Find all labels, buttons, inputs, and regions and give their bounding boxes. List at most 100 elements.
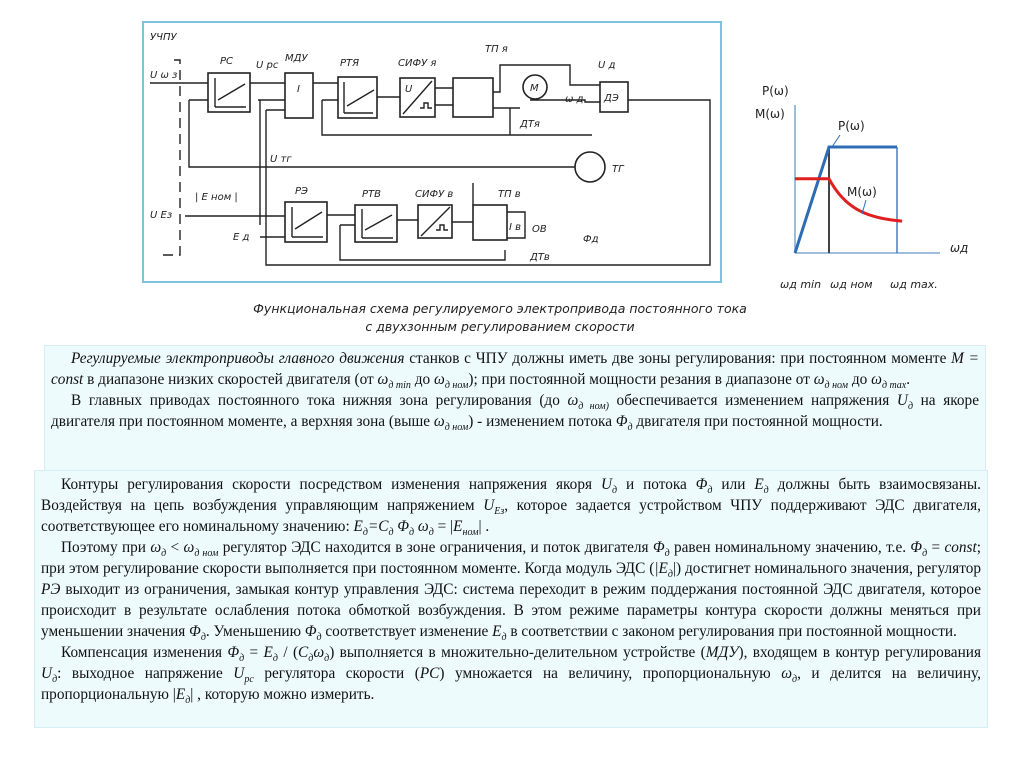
text-run: ω: [313, 644, 325, 661]
text-run: ω: [433, 413, 445, 430]
text-run: или: [712, 476, 755, 493]
text-run: ), входящем в контур регулирования: [738, 644, 981, 661]
text-run: | .: [478, 518, 490, 535]
x-tick-nom: ωд ном: [830, 278, 873, 291]
text-run: Компенсация изменения: [61, 644, 228, 661]
text-run: ; при этом регулирование скорости выполн…: [41, 539, 981, 577]
text-run: =: [927, 539, 945, 556]
x-tick-min: ωд min: [780, 278, 821, 291]
label-u-rs: U рс: [256, 60, 279, 71]
text-run: до: [848, 371, 872, 388]
text-run: соответствует изменение: [321, 623, 493, 640]
text-run: |) достигнет номинального значения, регу…: [672, 560, 981, 577]
label-e-nom: | Е ном |: [195, 192, 238, 203]
text-run: д: [612, 485, 618, 497]
label-sifu-ya: СИФУ я: [398, 58, 436, 69]
text-run: Φ: [695, 476, 708, 493]
text-run: д ном: [444, 422, 469, 434]
paragraph: Компенсация изменения Φд = Eд / (Cдωд) в…: [41, 642, 981, 706]
text-run: д: [428, 527, 434, 539]
paragraph: Поэтому при ωд < ωд ном регулятор ЭДС на…: [41, 537, 981, 644]
paragraph: Регулируемые электроприводы главного дви…: [51, 348, 979, 392]
text-run: обеспечивается изменением напряжения: [608, 392, 897, 409]
text-run: и потока: [617, 476, 696, 493]
text-run: ном: [462, 527, 479, 539]
series-label-m: M(ω): [847, 185, 877, 199]
text-run: до: [410, 371, 434, 388]
label-tp-v: ТП в: [498, 189, 521, 200]
text-run: ω: [150, 539, 162, 556]
text-run: = |: [433, 518, 454, 535]
text-run: U: [896, 392, 908, 409]
label-ov: ОВ: [532, 224, 547, 235]
block-tp-v: [472, 204, 508, 241]
text-run: Регулируемые электроприводы главного дви…: [71, 350, 405, 367]
text-run: , которое задается устройством ЧПУ подде…: [41, 497, 981, 535]
text-run: д: [200, 632, 206, 644]
text-run: д ном): [578, 401, 609, 413]
block-mdu: [284, 72, 314, 119]
text-run: | , которую можно измерить.: [190, 686, 375, 703]
text-run: д: [792, 674, 798, 686]
text-run: д: [501, 632, 507, 644]
caption-line-2: с двухзонным регулированием скорости: [365, 319, 635, 334]
text-run: д: [52, 674, 58, 686]
text-run: E: [353, 518, 363, 535]
text-run: |E: [654, 560, 668, 577]
label-sifu-v: СИФУ в: [415, 189, 453, 200]
label-u-omega-z: U ω з: [150, 70, 177, 81]
text-run: д: [324, 653, 330, 665]
text-run: д: [707, 485, 713, 497]
text-run: Φ: [189, 623, 201, 640]
text-run: ) умножается на величину, пропорциональн…: [439, 665, 782, 682]
text-run: =C: [367, 518, 389, 535]
text-run: ); при постоянной мощности резания в диа…: [468, 371, 814, 388]
text-run: E: [175, 686, 186, 703]
label-mdu: МДУ: [285, 53, 308, 64]
text-run: E: [754, 476, 764, 493]
text-run: Eз: [494, 506, 505, 518]
text-run: д: [667, 569, 673, 581]
label-sifu-u: U: [405, 84, 413, 95]
label-de: ДЭ: [603, 93, 619, 104]
text-run: д: [664, 548, 670, 560]
text-run: ω: [377, 371, 389, 388]
tachogenerator-icon: [574, 151, 606, 183]
text-run: E: [263, 644, 273, 661]
text-run: РЭ: [41, 581, 61, 598]
text-run: Φ: [615, 413, 628, 430]
y-label-p: P(ω): [762, 84, 789, 98]
text-run: / (: [277, 644, 299, 661]
x-tick-max: ωд max.: [890, 278, 938, 291]
text-run: в соответствии с законом регулирования п…: [506, 623, 957, 640]
text-run: ω: [414, 518, 429, 535]
text-run: регулятор ЭДС находится в зоне ограничен…: [218, 539, 653, 556]
motor-icon: [522, 74, 548, 100]
x-label: ωд: [950, 241, 968, 255]
text-run: E: [453, 518, 463, 535]
text-run: д: [308, 653, 314, 665]
text-run: двигателя при постоянной мощности.: [632, 413, 883, 430]
text-run: ω: [183, 539, 195, 556]
text-run: U: [600, 476, 612, 493]
label-motor: M: [530, 83, 539, 94]
label-omega-d: ω д: [565, 94, 584, 105]
text-block-control-loops: Контуры регулирования скорости посредств…: [34, 470, 988, 728]
label-u-ez: U Eз: [150, 210, 172, 221]
text-run: д min: [388, 380, 411, 392]
text-run: д max: [881, 380, 907, 392]
text-run: д: [362, 527, 368, 539]
label-dt-ya: ДТя: [519, 119, 540, 130]
text-run: Φ: [304, 623, 317, 640]
functional-block-diagram: УЧПУ РС U рс МДУ I РТЯ СИФУ я U ТП я M U…: [142, 21, 722, 283]
text-run: д: [316, 632, 322, 644]
label-rtya: РТЯ: [340, 58, 359, 69]
text-run: д: [409, 527, 415, 539]
text-run: Контуры регулирования скорости посредств…: [61, 476, 601, 493]
label-tp-ya: ТП я: [485, 44, 508, 55]
text-run: МДУ: [705, 644, 739, 661]
label-u-d: U д: [598, 60, 615, 71]
text-run: рс: [244, 674, 254, 686]
text-run: д: [922, 548, 928, 560]
text-run: д: [161, 548, 167, 560]
